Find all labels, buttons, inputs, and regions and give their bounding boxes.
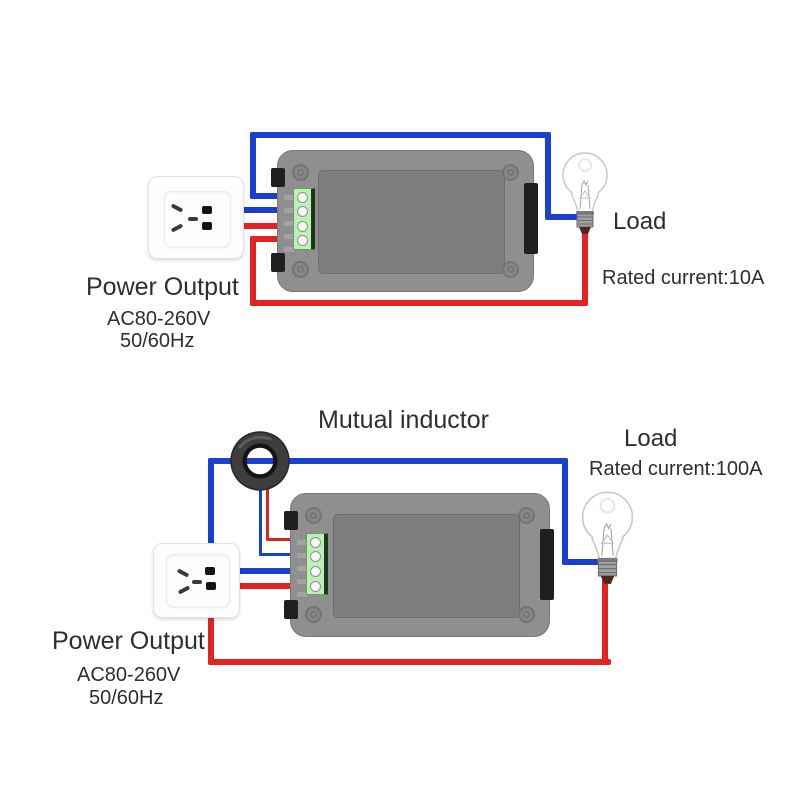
case-notch: [284, 234, 294, 239]
load-label: Load: [613, 208, 667, 235]
terminal-3: [310, 566, 321, 577]
case-notch: [284, 221, 294, 226]
light-bulb-icon: [581, 491, 634, 585]
mounting-tab: [271, 168, 285, 187]
live-wire-drop: [562, 458, 568, 565]
power-meter-device: [271, 150, 538, 292]
live-wire-outlet-to-terminal2: [206, 207, 298, 213]
mounting-tab: [284, 511, 298, 530]
wire-connector-dot: [205, 567, 215, 575]
voltage-label: AC80-260V: [107, 308, 211, 330]
ct-lead-red-to-terminal1: [266, 538, 309, 541]
load-label: Load: [624, 425, 678, 452]
screw-icon: [518, 507, 535, 524]
outlet-slot-icon: [188, 217, 198, 221]
wire-connector-dot: [202, 206, 212, 214]
live-wire-outlet-to-terminal3: [208, 568, 309, 574]
neutral-wire-bulb-drop: [582, 230, 588, 306]
live-wire-riser: [250, 132, 256, 199]
screw-icon: [292, 261, 309, 278]
mutual-inductor-ring-icon: [230, 431, 290, 491]
mounting-tab: [271, 253, 285, 272]
side-connector: [524, 183, 538, 254]
power-output-label: Power Output: [52, 627, 205, 655]
live-wire-drop: [545, 132, 551, 220]
meter-display-panel: [333, 514, 520, 618]
wire-connector-dot: [206, 582, 216, 590]
screw-icon: [502, 164, 519, 181]
voltage-label: AC80-260V: [77, 664, 181, 686]
rated-current-label: Rated current:10A: [602, 267, 765, 289]
neutral-wire-terminal4: [250, 236, 298, 242]
neutral-wire-bottom-run: [208, 659, 611, 665]
frequency-label: 50/60Hz: [120, 330, 195, 352]
mounting-tab: [284, 600, 298, 619]
case-notch: [297, 540, 307, 545]
live-wire-riser: [208, 458, 214, 576]
neutral-wire-downer: [250, 236, 256, 306]
ct-lead-red-v: [266, 480, 269, 540]
screw-icon: [502, 261, 519, 278]
terminal-4: [310, 581, 321, 592]
mutual-inductor-label: Mutual inductor: [318, 406, 489, 434]
live-wire-through-ct: [208, 458, 568, 464]
case-notch: [297, 553, 307, 558]
ct-lead-blue-to-terminal2: [259, 553, 309, 556]
neutral-wire-downer: [208, 583, 214, 665]
terminal-block: [293, 188, 315, 250]
live-wire-to-bulb: [562, 559, 600, 565]
live-wire-terminal1: [250, 193, 298, 199]
screw-icon: [305, 507, 322, 524]
power-outlet: [148, 176, 244, 259]
wire-connector-dot: [202, 222, 212, 230]
side-connector: [540, 529, 554, 600]
case-notch: [284, 208, 294, 213]
power-outlet: [153, 543, 240, 618]
terminal-2: [310, 551, 321, 562]
terminal-4: [297, 235, 308, 246]
neutral-wire-bottom-run: [250, 300, 588, 306]
power-meter-device: [284, 493, 554, 637]
screw-icon: [305, 606, 322, 623]
terminal-1: [297, 192, 308, 203]
case-notch: [297, 566, 307, 571]
case-notch: [297, 579, 307, 584]
power-output-label: Power Output: [86, 273, 239, 301]
screw-icon: [292, 164, 309, 181]
outlet-slot-icon: [192, 580, 202, 584]
neutral-wire-bulb-drop: [602, 576, 608, 665]
frequency-label: 50/60Hz: [89, 687, 164, 709]
screw-icon: [518, 606, 535, 623]
neutral-wire-outlet-to-terminal3: [206, 223, 298, 229]
case-notch: [284, 195, 294, 200]
case-notch: [297, 592, 307, 597]
terminal-1: [310, 537, 321, 548]
neutral-wire-outlet-to-terminal4: [209, 583, 309, 589]
live-wire-to-bulb: [545, 214, 581, 220]
live-wire-top-run: [250, 132, 551, 138]
ct-lead-blue-v: [259, 480, 262, 556]
terminal-block: [306, 533, 328, 595]
terminal-2: [297, 206, 308, 217]
case-notch: [284, 247, 294, 252]
meter-display-panel: [318, 170, 505, 274]
rated-current-label: Rated current:100A: [589, 458, 763, 480]
terminal-3: [297, 221, 308, 232]
